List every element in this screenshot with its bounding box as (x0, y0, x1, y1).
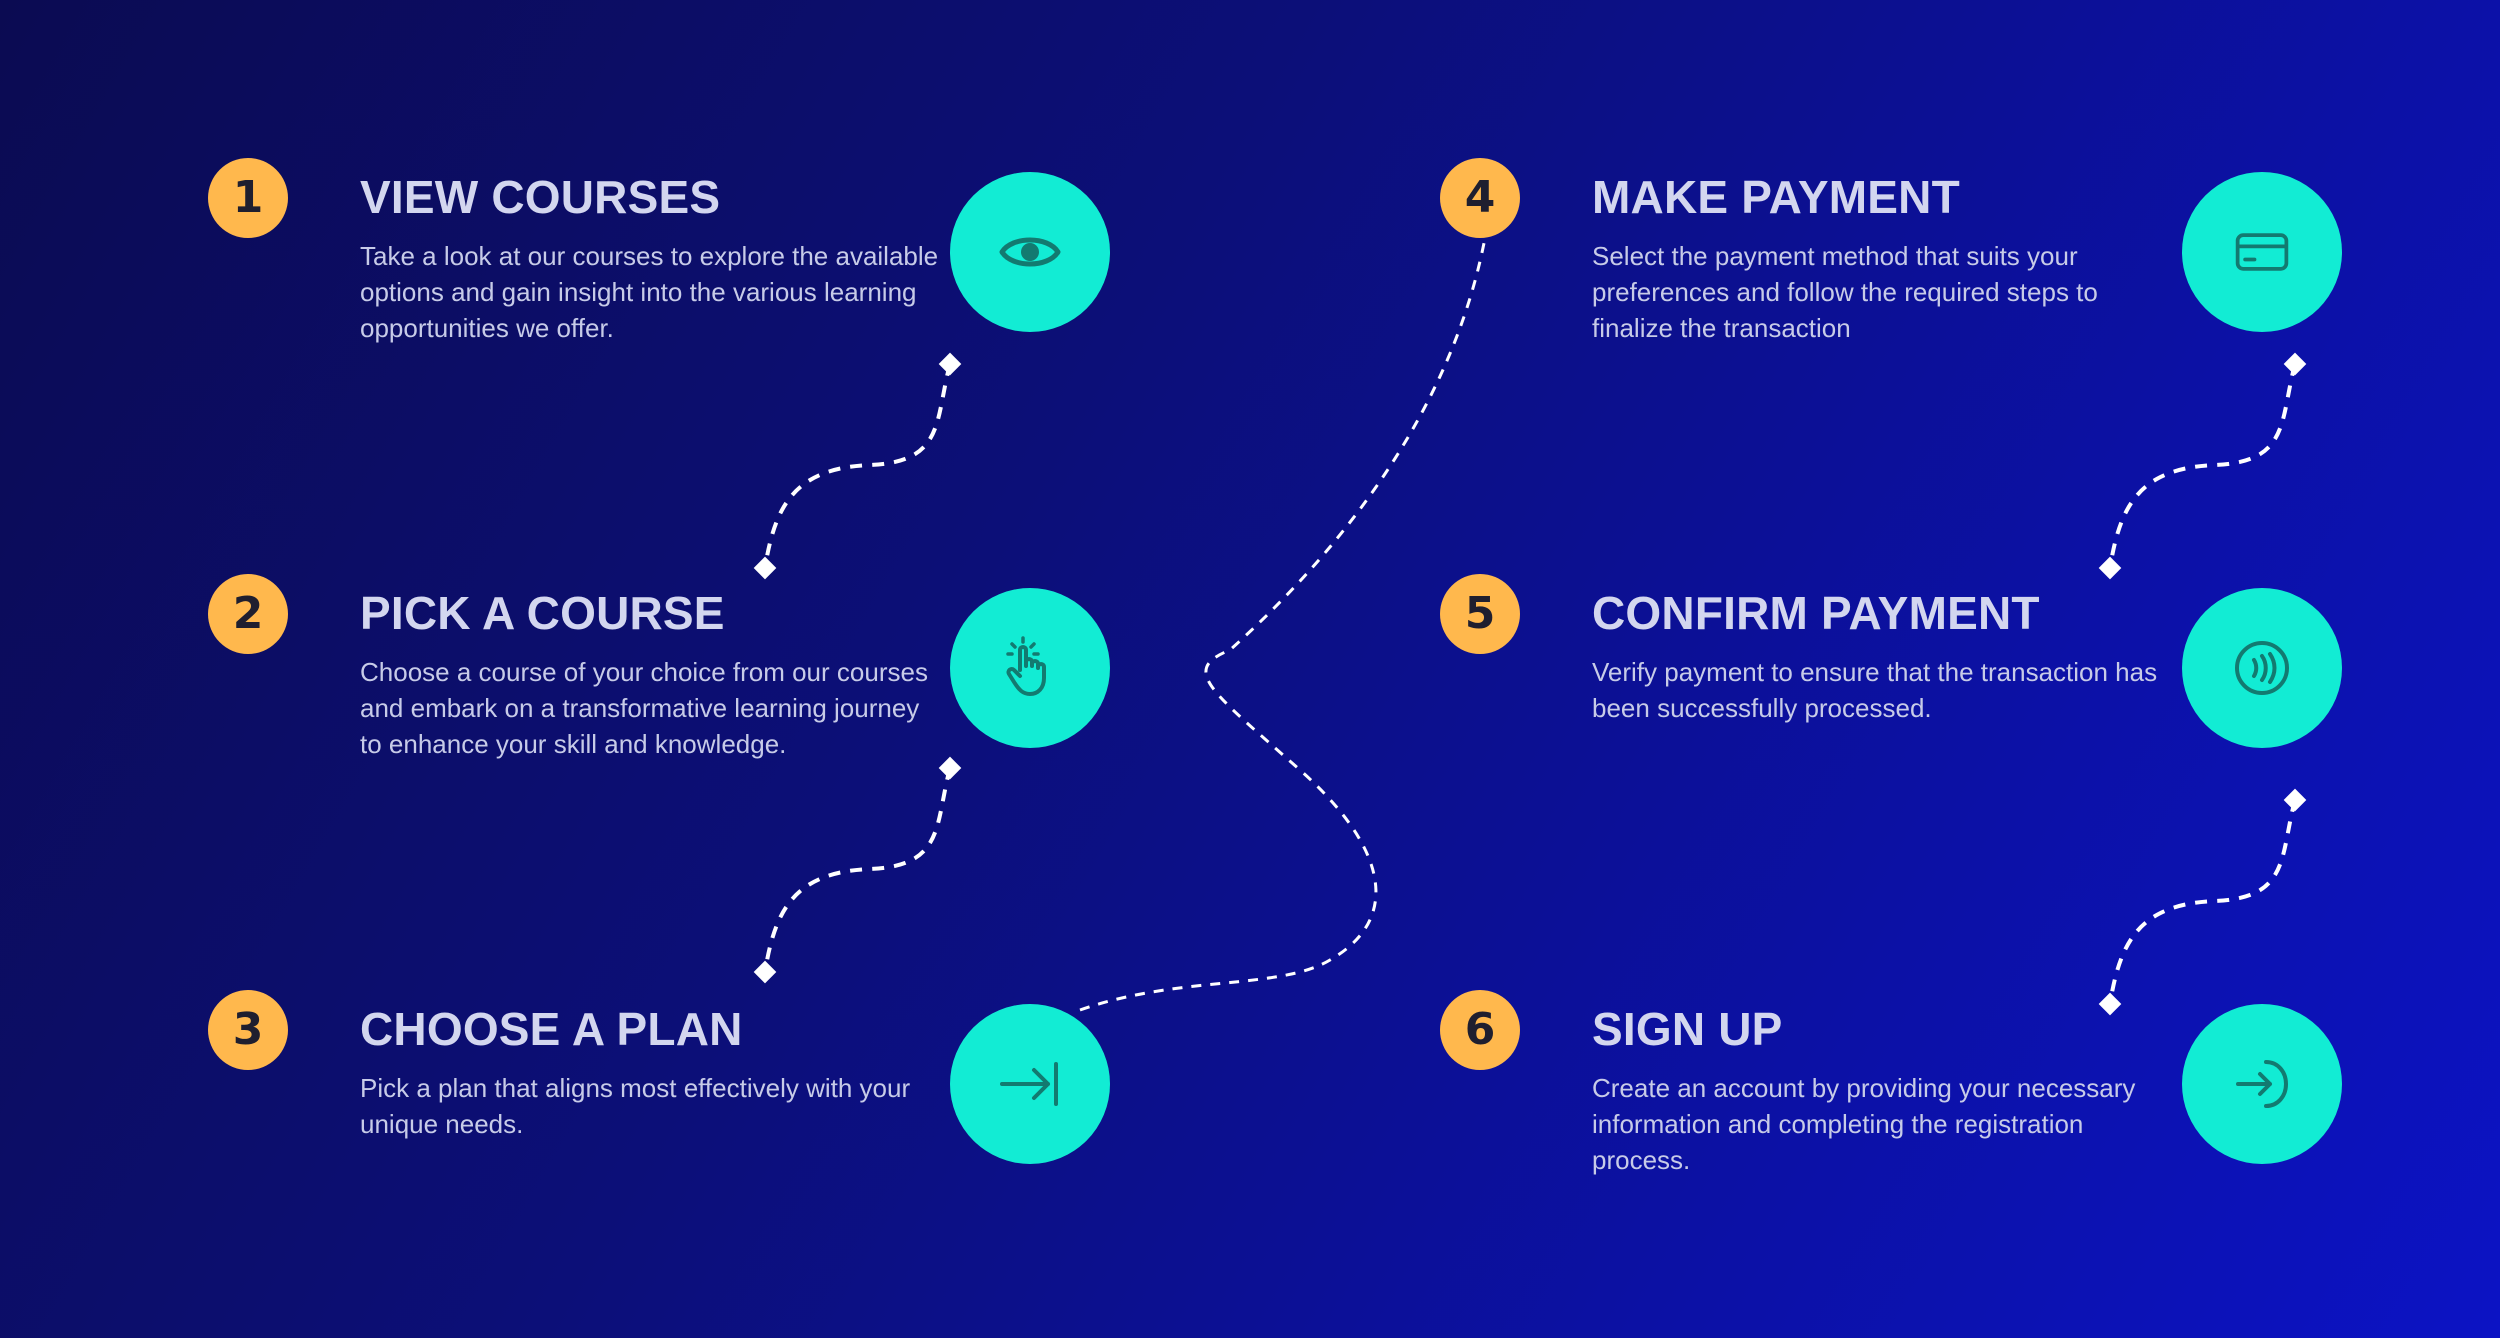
step-description: Select the payment method that suits you… (1592, 241, 2098, 343)
connector-4-5 (2108, 363, 2297, 569)
arrow-to-bar-icon (950, 1004, 1110, 1164)
connector-diamond (938, 352, 962, 376)
step-title: CHOOSE A PLAN (360, 1003, 743, 1055)
connector-diamond (2283, 788, 2307, 812)
eye-icon (950, 172, 1110, 332)
contactless-payment-icon (2182, 588, 2342, 748)
step-title: VIEW COURSES (360, 171, 721, 223)
connector-diamond (2283, 352, 2307, 376)
step-title: SIGN UP (1592, 1003, 1783, 1055)
connector-3-4 (1079, 237, 1487, 1012)
step-number-badge: 2 (208, 574, 288, 654)
step-number-badge: 6 (1440, 990, 1520, 1070)
step-description: Choose a course of your choice from our … (360, 657, 928, 759)
connector-diamond (2098, 992, 2122, 1016)
step-number-badge: 3 (208, 990, 288, 1070)
step-title: PICK A COURSE (360, 587, 725, 639)
step-number-badge: 1 (208, 158, 288, 238)
step-description: Pick a plan that aligns most effectively… (360, 1073, 911, 1139)
credit-card-icon (2182, 172, 2342, 332)
connector-diamond (938, 756, 962, 780)
connector-diamond (2098, 556, 2122, 580)
step-description: Verify payment to ensure that the transa… (1592, 657, 2158, 723)
step-title: CONFIRM PAYMENT (1592, 587, 2040, 639)
step-description: Create an account by providing your nece… (1592, 1073, 2136, 1175)
connector-diamond (753, 960, 777, 984)
connector-diamond (753, 556, 777, 580)
pointer-hand-icon (950, 588, 1110, 748)
step-number-badge: 5 (1440, 574, 1520, 654)
connector-5-6 (2108, 799, 2297, 1005)
connector-2-3 (763, 767, 952, 973)
step-number-badge: 4 (1440, 158, 1520, 238)
sign-in-arrow-icon (2182, 1004, 2342, 1164)
connector-1-2 (763, 363, 952, 569)
step-title: MAKE PAYMENT (1592, 171, 1960, 223)
step-description: Take a look at our courses to explore th… (360, 241, 939, 343)
